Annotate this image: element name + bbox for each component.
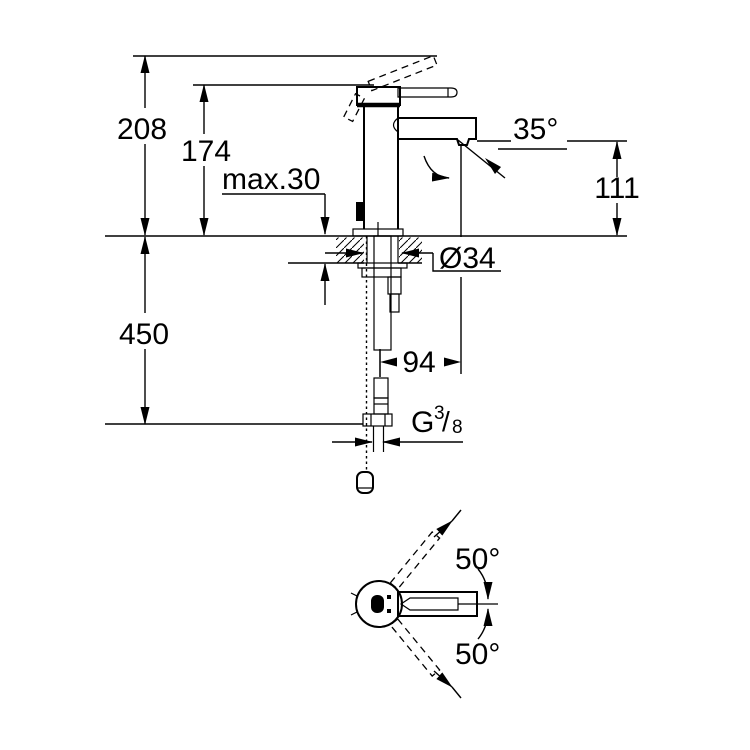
handle-raised-ghost: [367, 54, 438, 92]
deck-hatch-right: [399, 237, 422, 263]
faucet-top-view: [350, 531, 498, 677]
mounting-stud-upper: [387, 276, 402, 295]
dim-34-leader-shelf: [432, 253, 501, 272]
dim-35-arrowhead: [485, 158, 501, 174]
handle-joint-dot-lower: [387, 609, 391, 613]
dim-35-incline-line: [457, 139, 506, 179]
body-circle-tick-upper: [350, 592, 358, 597]
handle-raised-outline: [367, 54, 438, 92]
dim-35-label: 35°: [513, 113, 558, 146]
pull-rod-knob: [356, 471, 374, 494]
dimension-50-lower: 50°: [433, 608, 500, 699]
dim-174-label: 174: [181, 135, 231, 168]
dim-94-label: 94: [402, 346, 435, 379]
handle-lowered-ghost: [342, 92, 366, 123]
dim-50-lower-label: 50°: [455, 638, 500, 671]
dim-50-lower-ray-extension: [451, 686, 462, 699]
handle-swivel-lower-outline: [389, 618, 441, 677]
handle-swivel-upper-outline: [389, 531, 441, 590]
spout: [398, 117, 477, 146]
dim-50-upper-label: 50°: [455, 543, 500, 576]
dimension-208: 208: [117, 55, 167, 236]
flow-curve-arrow: [423, 155, 450, 182]
dimension-35deg: 35°: [423, 113, 627, 182]
dim-450-label: 450: [119, 318, 169, 351]
deck-hatch-left: [336, 237, 364, 263]
dim-g38-slash: /: [442, 406, 450, 437]
braided-hose-lower: [373, 377, 389, 399]
dimension-450: 450: [119, 236, 169, 425]
dim-50-lower-ray-arrow: [433, 670, 453, 688]
dim-34-label: Ø34: [439, 242, 496, 275]
dim-50-upper-ray-extension: [451, 509, 462, 522]
spout-shoulder-curve: [392, 117, 399, 133]
handle-swivel-lower-ghost: [389, 618, 441, 677]
dimension-94: 94: [379, 346, 461, 379]
braided-hose-upper: [373, 235, 392, 351]
dimension-max30: max.30: [222, 163, 330, 305]
mounting-stud-lower: [389, 293, 400, 313]
dim-94-arrow-right: [444, 357, 461, 367]
hose-fitting-body: [373, 397, 389, 415]
horseshoe-washer: [357, 262, 408, 269]
handle-joint-dot-upper: [387, 595, 391, 599]
handle-lever: [397, 87, 458, 98]
faucet-side-view: [342, 54, 477, 237]
dim-111-label: 111: [594, 172, 640, 205]
dimension-111: 111: [594, 141, 640, 236]
dim-g38-letter: G: [411, 406, 434, 439]
dimension-50-upper: 50°: [433, 509, 500, 600]
handle-swivel-upper-ghost: [389, 531, 441, 590]
dim-g38-numerator: 3: [434, 403, 445, 424]
dim-max30-label: max.30: [222, 163, 320, 196]
below-deck-assembly: [288, 235, 422, 494]
dim-g38-denominator: 8: [452, 417, 463, 438]
handle-block: [356, 86, 401, 106]
body-circle-tick-lower: [350, 611, 358, 616]
dim-208-label: 208: [117, 113, 167, 146]
dim-50-upper-ray-arrow: [433, 520, 453, 538]
dim-50-lower-arc: [477, 608, 493, 640]
handle-lowered-outline: [342, 92, 366, 123]
dimension-g38: G 3 / 8: [332, 403, 463, 447]
dim-94-arrow-left: [380, 357, 397, 367]
dim-50-upper-arc: [477, 568, 493, 600]
cartridge-slot: [371, 595, 384, 613]
hex-nut: [362, 413, 393, 427]
mounting-nut: [361, 267, 402, 278]
handle-top-inner: [399, 597, 459, 611]
pull-rod-knob-side-detail: [356, 202, 364, 221]
dimension-174: 174: [181, 84, 231, 236]
